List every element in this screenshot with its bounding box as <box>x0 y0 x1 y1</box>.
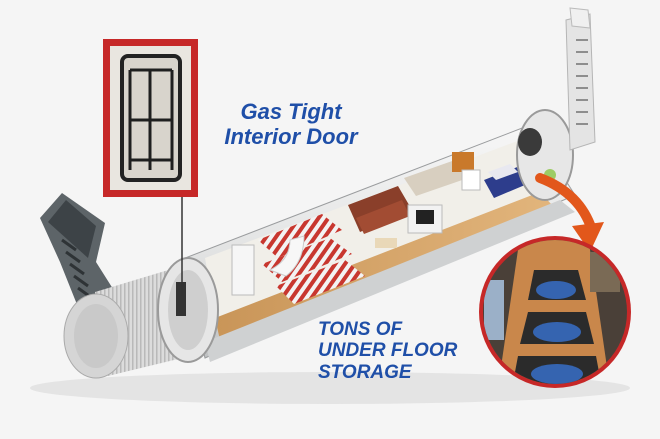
kitchen <box>404 152 481 196</box>
gas-tight-door-photo <box>103 39 198 197</box>
ground-shadow <box>30 372 630 404</box>
storage-callout-line-2: UNDER FLOOR <box>318 340 458 362</box>
tube-end-ring <box>157 257 219 363</box>
tube-far-end <box>516 109 574 201</box>
storage-callout-line-1: TONS OF <box>318 319 403 340</box>
door-callout-line-2: Interior Door <box>224 123 358 149</box>
interior-door-handle <box>176 282 186 316</box>
door-callout: Gas Tight Interior Door <box>196 99 386 149</box>
bunk-beds <box>231 214 365 304</box>
sofa <box>348 186 412 234</box>
door-callout-line-1: Gas Tight <box>240 99 342 124</box>
storage-callout-line-3: STORAGE <box>318 361 412 383</box>
curved-arrow-icon <box>535 173 604 252</box>
storage-callout: TONS OF UNDER FLOOR STORAGE <box>318 319 458 383</box>
storage-hatch-photo <box>479 236 631 388</box>
tv-unit <box>375 204 443 248</box>
partition-wall <box>268 235 305 277</box>
shower-stall <box>231 244 255 296</box>
escape-ladder <box>565 7 596 151</box>
